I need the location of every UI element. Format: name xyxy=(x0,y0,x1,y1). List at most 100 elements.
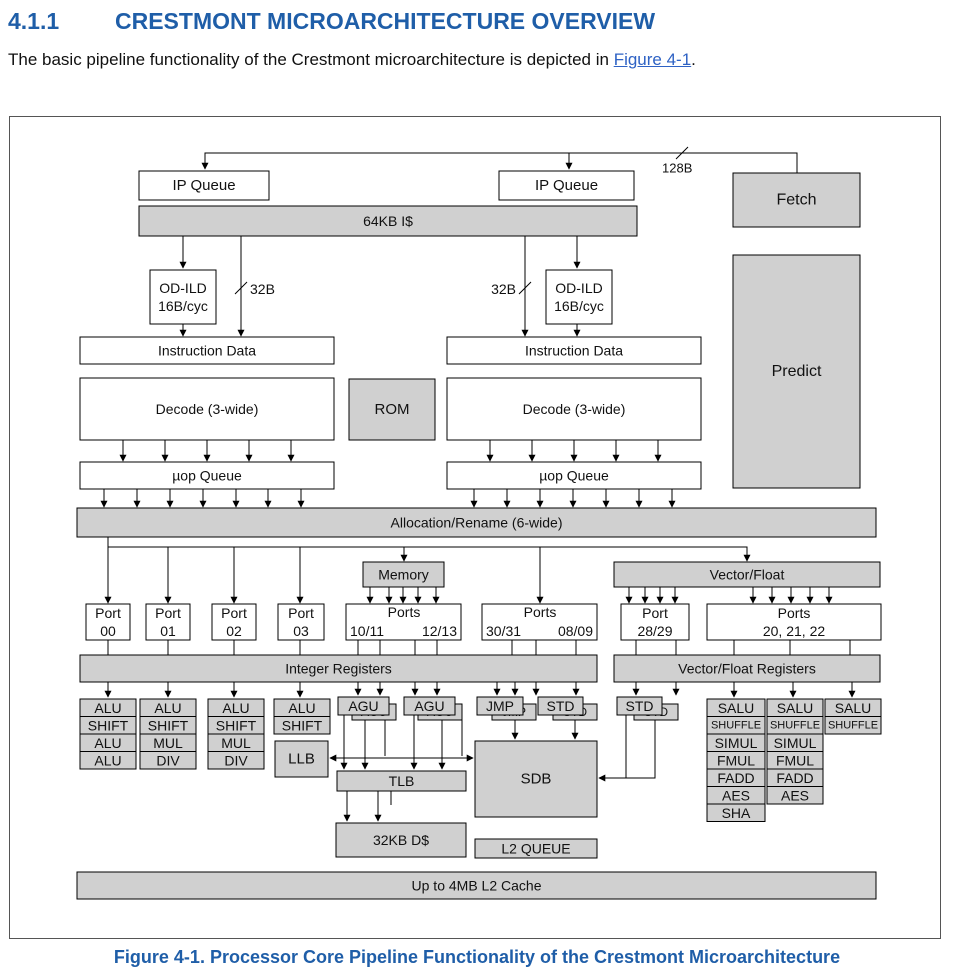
vector-stack-2-item: FADD xyxy=(766,768,824,787)
integer-registers-box: Integer Registers xyxy=(79,654,598,683)
section-title: CRESTMONT MICROARCHITECTURE OVERVIEW xyxy=(115,7,656,34)
exec-stack-port02-item: SHIFT xyxy=(207,716,265,735)
integer-registers-box-label: Integer Registers xyxy=(285,661,392,677)
decode-right-box-label: Decode (3-wide) xyxy=(523,401,626,417)
bus-32b-left-label: 32B xyxy=(250,281,275,297)
bus-32b-right-label: 32B xyxy=(491,281,516,297)
ports-vector-box-label: Ports xyxy=(778,605,811,621)
vector-stack-3-item-label: SALU xyxy=(835,700,872,716)
vector-stack-3-item: SHUFFLE xyxy=(824,716,882,735)
exec-stack-port03-item-label: SHIFT xyxy=(282,717,323,733)
jmp-box-label: JMP xyxy=(486,698,514,714)
vector-stack-2-item-label: AES xyxy=(781,787,809,803)
l2-cache-box-label: Up to 4MB L2 Cache xyxy=(412,878,542,894)
exec-stack-port01-item: DIV xyxy=(139,751,197,770)
odild-right-box-label: 16B/cyc xyxy=(554,298,604,314)
instruction-data-right-box: Instruction Data xyxy=(446,336,702,365)
port-28-box-label: 28/29 xyxy=(637,623,672,639)
port-28-box: Port 28/29 xyxy=(620,603,690,641)
ports-memory-title: Ports xyxy=(388,604,421,620)
std-box: STD xyxy=(537,696,584,716)
agu-1-box: AGU xyxy=(337,696,390,716)
ip-queue-left-box-label: IP Queue xyxy=(172,177,235,194)
ports-store-left: 30/31 xyxy=(486,623,521,639)
exec-stack-port00-item: SHIFT xyxy=(79,716,137,735)
instruction-data-left-box-label: Instruction Data xyxy=(158,343,256,359)
ports-memory-right: 12/13 xyxy=(422,623,457,639)
exec-stack-port02-item-label: SHIFT xyxy=(216,717,257,733)
port-00-box-label: 00 xyxy=(100,623,116,639)
vector-stack-1-item-label: FMUL xyxy=(717,752,755,768)
memory-box-label: Memory xyxy=(378,567,429,583)
vector-stack-1-item: SALU xyxy=(706,698,766,717)
port-03-box-label: 03 xyxy=(293,623,309,639)
exec-stack-port00-item-label: ALU xyxy=(94,700,121,716)
ports-store-title: Ports xyxy=(524,604,557,620)
vector-float-registers-box: Vector/Float Registers xyxy=(613,654,881,683)
exec-stack-port01-item: SHIFT xyxy=(139,716,197,735)
fetch-box: Fetch xyxy=(732,172,861,228)
port-02-box-label: 02 xyxy=(226,623,242,639)
vector-stack-3-item-label: SHUFFLE xyxy=(828,719,878,731)
vector-stack-1-item-label: SIMUL xyxy=(715,735,758,751)
vector-float-registers-box-label: Vector/Float Registers xyxy=(678,661,816,677)
tlb-box-label: TLB xyxy=(389,773,415,789)
vector-stack-2-item: FMUL xyxy=(766,751,824,770)
agu-2-box: AGU xyxy=(403,696,456,716)
vector-stack-2-item: AES xyxy=(766,786,824,805)
section-number: 4.1.1 xyxy=(8,7,60,34)
vector-stack-1-item-label: AES xyxy=(722,787,750,803)
allocation-rename-box-label: Allocation/Rename (6-wide) xyxy=(391,515,563,531)
predict-box-label: Predict xyxy=(772,363,822,380)
llb-box-label: LLB xyxy=(288,751,315,768)
port-28-box-label: Port xyxy=(642,605,668,621)
odild-left-box-label: 16B/cyc xyxy=(158,298,208,314)
decode-left-box-label: Decode (3-wide) xyxy=(156,401,259,417)
exec-stack-port02-item-label: MUL xyxy=(221,735,251,751)
exec-stack-port00-item: ALU xyxy=(79,698,137,717)
rom-box-label: ROM xyxy=(375,401,410,418)
allocation-rename-box: Allocation/Rename (6-wide) xyxy=(76,507,877,538)
icache-box-label: 64KB I$ xyxy=(363,213,413,229)
instruction-data-right-box-label: Instruction Data xyxy=(525,343,623,359)
exec-stack-port02-item-label: ALU xyxy=(222,700,249,716)
port-01-box-label: 01 xyxy=(160,623,176,639)
vector-stack-1-item: SHUFFLE xyxy=(706,716,766,735)
vector-stack-1-item: AES xyxy=(706,786,766,805)
vector-stack-2-item-label: SIMUL xyxy=(774,735,817,751)
intro-text: The basic pipeline functionality of the … xyxy=(8,50,614,69)
l2-cache-box: Up to 4MB L2 Cache xyxy=(76,871,877,900)
bus-width-tick xyxy=(675,146,689,160)
decode-right-box: Decode (3-wide) xyxy=(446,377,702,441)
llb-box: LLB xyxy=(274,740,329,778)
bus-128b-label: 128B xyxy=(662,161,692,176)
exec-stack-port00-item-label: ALU xyxy=(94,735,121,751)
fetch-box-label: Fetch xyxy=(776,192,816,209)
intro-period: . xyxy=(691,50,696,69)
decode-left-box: Decode (3-wide) xyxy=(79,377,335,441)
ports-store-right: 08/09 xyxy=(558,623,593,639)
sdb-box-label: SDB xyxy=(521,771,552,788)
figure-link[interactable]: Figure 4-1 xyxy=(613,50,692,69)
exec-stack-port02-item: ALU xyxy=(207,698,265,717)
std-box-label: STD xyxy=(547,698,575,714)
vector-stack-1-item: FADD xyxy=(706,768,766,787)
vector-stack-2-item: SIMUL xyxy=(766,733,824,752)
memory-box: Memory xyxy=(362,561,445,588)
exec-stack-port00-item-label: ALU xyxy=(94,752,121,768)
exec-stack-port03-item: ALU xyxy=(273,698,331,717)
port-00-box-label: Port xyxy=(95,605,121,621)
intro-paragraph: The basic pipeline functionality of the … xyxy=(8,50,696,70)
ports-vector-box-label: 20, 21, 22 xyxy=(763,623,825,639)
ip-queue-right-box-label: IP Queue xyxy=(535,177,598,194)
vector-stack-2-item-label: SALU xyxy=(777,700,814,716)
rom-box: ROM xyxy=(348,378,436,441)
bus-width-tick xyxy=(234,281,248,295)
exec-stack-port02-item: DIV xyxy=(207,751,265,770)
dcache-box-label: 32KB D$ xyxy=(373,832,429,848)
exec-stack-port01-item: ALU xyxy=(139,698,197,717)
